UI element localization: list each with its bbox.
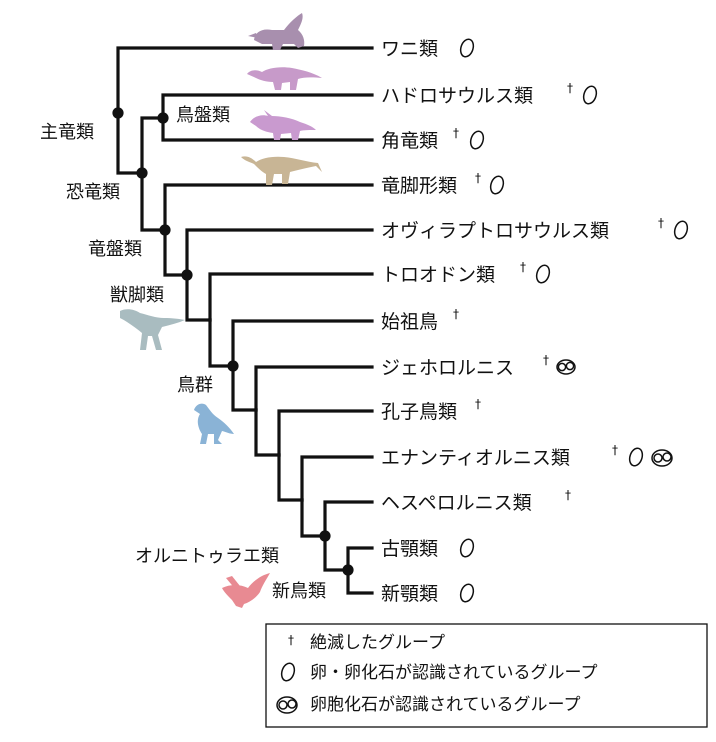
branch-archosauria-stem <box>116 111 144 175</box>
egg-icon <box>280 662 296 682</box>
branch-dinosauria-to-ornithischia <box>140 116 165 175</box>
clade-labels: 主竜類 鳥盤類 恐竜類 竜盤類 獣脚類 鳥群 オルニトゥラエ類 新鳥類 <box>40 105 326 602</box>
node-ornithurae <box>319 530 331 542</box>
legend: † 絶滅したグループ 卵・卵化石が認識されているグループ 卵胞化石が認識されてい… <box>265 623 708 728</box>
clade-label-archosauria: 主竜類 <box>40 122 94 143</box>
taxon-jeholornis: ジェホロルニス <box>381 357 514 379</box>
node-dinosauria <box>136 167 148 179</box>
extinct-dagger: † <box>475 171 481 185</box>
branch-palaeognathae <box>346 546 374 572</box>
silhouettes <box>120 13 322 608</box>
extinct-dagger: † <box>453 307 459 321</box>
branch-sauropodomorphs <box>163 183 374 232</box>
legend-item-embryos: 卵胞化石が認識されているグループ <box>310 695 580 715</box>
taxon-troodontids: トロオドン類 <box>381 264 495 286</box>
node-avialae <box>227 360 239 372</box>
extinct-dagger: † <box>567 81 573 95</box>
egg-icon <box>582 85 598 105</box>
branch-to-avialae <box>208 318 235 368</box>
branch-dinosauria-to-saurischia <box>140 171 167 232</box>
clade-label-neornithes: 新鳥類 <box>272 581 326 602</box>
taxon-ceratopsians: 角竜類 <box>381 130 438 152</box>
taxon-oviraptorosaurs: オヴィラプトロサウルス類 <box>381 220 609 242</box>
early-bird-silhouette-icon <box>194 403 234 444</box>
egg-icon <box>489 175 505 195</box>
egg-icon <box>459 583 475 603</box>
legend-dagger-symbol: † <box>288 633 294 647</box>
egg-icon <box>535 264 551 284</box>
taxon-sauropodomorphs: 竜脚形類 <box>381 175 457 197</box>
branch-neognathae <box>346 568 374 595</box>
taxon-hesperornithes: ヘスペロルニス類 <box>381 492 532 514</box>
egg-icon <box>673 220 689 240</box>
branch-hesperornithes <box>323 500 374 538</box>
egg-icon <box>459 538 475 558</box>
legend-item-extinct: 絶滅したグループ <box>310 633 445 653</box>
branch-hadrosaurs <box>161 93 374 120</box>
ceratopsian-silhouette-icon <box>250 110 316 140</box>
extinct-dagger: † <box>453 126 459 140</box>
taxon-palaeognathae: 古顎類 <box>381 538 438 560</box>
clade-label-dinosauria: 恐竜類 <box>66 182 120 203</box>
clade-label-theropoda: 獣脚類 <box>110 285 164 306</box>
node-archosauria <box>112 107 124 119</box>
sauropodomorph-silhouette-icon <box>241 156 322 185</box>
extinct-dagger: † <box>612 443 618 457</box>
node-saurischia <box>159 224 171 236</box>
clade-label-ornithurae: オルニトゥラエ類 <box>135 546 279 567</box>
branch-ornithurae-to-neornithes <box>323 534 350 572</box>
clade-label-saurischia: 竜盤類 <box>88 239 142 260</box>
taxon-neognathae: 新顎類 <box>381 583 438 605</box>
extinct-dagger: † <box>520 260 526 274</box>
branch-jeholornis <box>254 365 374 412</box>
clade-label-avialae: 鳥群 <box>177 375 213 396</box>
hadrosaur-silhouette-icon <box>247 67 322 90</box>
branch-crocodilia <box>116 46 374 115</box>
tree-nodes <box>112 107 354 576</box>
taxon-labels: ワニ類 ハドロサウルス類 † 角竜類 † 竜脚形類 † オヴィラプトロサウルス類… <box>381 38 689 605</box>
embryo-egg-icon <box>556 359 576 375</box>
branch-confuciusornithids <box>277 409 374 457</box>
legend-item-eggs: 卵・卵化石が認識されているグループ <box>310 663 597 683</box>
extinct-dagger: † <box>543 353 549 367</box>
tree-branches <box>116 46 374 595</box>
branch-enantiornithes <box>300 455 374 502</box>
taxon-archaeopteryx: 始祖鳥 <box>381 311 438 333</box>
theropod-silhouette-icon <box>120 309 185 350</box>
crocodile-silhouette-icon <box>248 13 305 50</box>
branch-to-ornithurae <box>300 498 327 538</box>
embryo-egg-icon <box>276 696 298 714</box>
taxon-hadrosaurs: ハドロサウルス類 <box>381 85 533 107</box>
egg-icon <box>628 447 644 467</box>
node-neornithes <box>342 564 354 576</box>
egg-icon <box>459 38 475 58</box>
branch-saurischia-to-theropoda <box>163 228 189 277</box>
node-ornithischia <box>157 112 169 124</box>
branch-ceratopsians <box>161 116 374 142</box>
branch-archaeopteryx <box>231 319 374 368</box>
clade-label-ornithischia: 鳥盤類 <box>176 105 230 126</box>
extinct-dagger: † <box>565 488 571 502</box>
embryo-egg-icon <box>651 449 673 467</box>
extinct-dagger: † <box>475 397 481 411</box>
branch-avialae-inner <box>231 364 258 412</box>
egg-icon <box>469 130 485 150</box>
node-theropoda <box>181 269 193 281</box>
taxon-crocodilia: ワニ類 <box>381 38 438 60</box>
branch-ornithothoraces <box>277 453 304 502</box>
taxon-confuciusornithids: 孔子鳥類 <box>381 401 457 423</box>
modern-bird-silhouette-icon <box>222 573 270 608</box>
legend-box <box>265 623 708 728</box>
extinct-dagger: † <box>658 216 664 230</box>
taxon-enantiornithes: エナンティオルニス類 <box>381 447 570 469</box>
branch-troodontids <box>208 272 374 322</box>
branch-oviraptorosaurs <box>185 228 374 277</box>
branch-pygostylia <box>254 408 281 457</box>
branch-theropoda-inner <box>185 273 212 322</box>
